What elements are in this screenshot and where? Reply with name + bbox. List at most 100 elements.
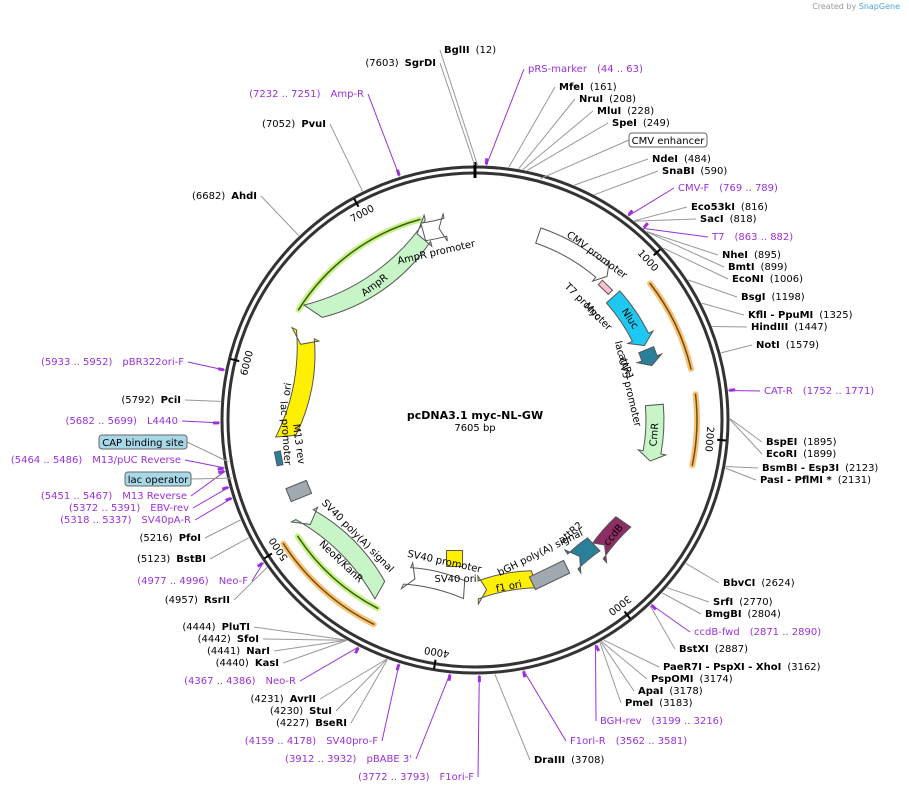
primer-range: (5318 .. 5337) bbox=[60, 515, 132, 526]
enzyme-label-snabi[interactable]: SnaBI (590) bbox=[662, 166, 727, 177]
primer-label-ccdb-fwd[interactable]: ccdB-fwd(2871 .. 2890) bbox=[694, 627, 821, 638]
primer-label-f1ori-f[interactable]: (3772 .. 3793)F1ori-F bbox=[358, 772, 474, 783]
primer-label-sv40pro-f[interactable]: (4159 .. 4178)SV40pro-F bbox=[245, 736, 378, 747]
feature-ori[interactable] bbox=[274, 326, 321, 438]
feature-sv40-promoter[interactable] bbox=[400, 561, 466, 600]
primer-label-t7[interactable]: T7(863 .. 882) bbox=[711, 232, 793, 243]
enzyme-label-sgrdi[interactable]: (7603)SgrDI bbox=[365, 58, 436, 69]
enzyme-label-avrii[interactable]: (4231)AvrII bbox=[250, 694, 316, 705]
enzyme-label-saci[interactable]: SacI(818) bbox=[700, 214, 757, 225]
enzyme-label-kasi[interactable]: (4440)KasI bbox=[216, 658, 279, 669]
primer-label-m13-puc-reverse[interactable]: (5464 .. 5486)M13/pUC Reverse bbox=[11, 455, 181, 466]
enzyme-name: NheI bbox=[722, 250, 748, 261]
enzyme-label-bsmbi-esp3i[interactable]: BsmBI - Esp3I(2123) bbox=[762, 463, 878, 474]
primer-name: EBV-rev bbox=[150, 503, 189, 514]
enzyme-label-stui[interactable]: (4230)StuI bbox=[270, 706, 332, 717]
primer-label-neo-f[interactable]: (4977 .. 4996)Neo-F bbox=[137, 576, 248, 587]
enzyme-label-ahdi[interactable]: (6682)AhdI bbox=[192, 191, 257, 202]
enzyme-name: BglII bbox=[444, 45, 470, 56]
feature-label-ori: ori bbox=[282, 382, 295, 397]
enzyme-label-bstxi[interactable]: BstXI(2887) bbox=[679, 644, 748, 655]
box-cmv-enhancer[interactable] bbox=[628, 132, 708, 148]
enzyme-label-pfoi[interactable]: (5216)PfoI bbox=[139, 533, 201, 544]
enzyme-label-srfi[interactable]: SrfI(2770) bbox=[713, 597, 773, 608]
feature-neor-kanr[interactable] bbox=[289, 506, 386, 600]
enzyme-name: SnaBI bbox=[662, 166, 694, 177]
feature-sv40-ori[interactable] bbox=[446, 549, 464, 567]
feature-cmv-promoter[interactable] bbox=[535, 227, 611, 283]
primer-label-bgh-rev[interactable]: BGH-rev(3199 .. 3216) bbox=[600, 716, 723, 727]
enzyme-label-mfei[interactable]: MfeI(161) bbox=[559, 82, 617, 93]
feature-ampr[interactable] bbox=[302, 213, 433, 318]
enzyme-label-bspei[interactable]: BspEI(1895) bbox=[766, 437, 837, 448]
primer-label-neo-r[interactable]: (4367 .. 4386)Neo-R bbox=[184, 676, 296, 687]
enzyme-position: (590) bbox=[700, 166, 727, 177]
enzyme-name: DraIII bbox=[534, 755, 565, 766]
leader-apai bbox=[600, 641, 635, 692]
enzyme-label-spei[interactable]: SpeI(249) bbox=[612, 118, 670, 129]
enzyme-label-bstbi[interactable]: (5123)BstBI bbox=[137, 554, 206, 565]
feature-attr1[interactable] bbox=[635, 346, 664, 367]
enzyme-label-rsrii[interactable]: (4957)RsrII bbox=[165, 595, 230, 606]
enzyme-label-draiii[interactable]: DraIII(3708) bbox=[534, 755, 605, 766]
primer-label-cmv-f[interactable]: CMV-F(769 .. 789) bbox=[678, 183, 778, 194]
feature-ccdb[interactable] bbox=[586, 516, 632, 564]
highlight-line bbox=[282, 542, 375, 625]
leader-rsrii bbox=[233, 567, 268, 601]
leader-pcii bbox=[184, 399, 221, 402]
feature-attr2[interactable] bbox=[563, 537, 601, 575]
feature-nluc[interactable] bbox=[605, 290, 655, 347]
enzyme-label-noti[interactable]: NotI(1579) bbox=[756, 340, 819, 351]
feature-sv40-poly-a-signal[interactable] bbox=[285, 479, 313, 503]
enzyme-label-hindiii[interactable]: HindIII(1447) bbox=[751, 322, 828, 333]
box-cap-binding-site[interactable] bbox=[98, 434, 188, 450]
feature-label-m13-rev: M13 rev bbox=[290, 423, 306, 465]
primer-label-f1ori-r[interactable]: F1ori-R(3562 .. 3581) bbox=[570, 736, 687, 747]
leader-bstxi bbox=[649, 605, 676, 650]
primer-label-pbabe-3[interactable]: (3912 .. 3932)pBABE 3' bbox=[285, 754, 412, 765]
enzyme-label-pvui[interactable]: (7052)PvuI bbox=[262, 119, 326, 130]
enzyme-label-pcii[interactable]: (5792)PciI bbox=[121, 395, 181, 406]
enzyme-label-bmti[interactable]: BmtI(899) bbox=[728, 262, 788, 273]
feature-m13-rev[interactable] bbox=[273, 450, 284, 467]
primer-label-pbr322ori-f[interactable]: (5933 .. 5952)pBR322ori-F bbox=[41, 357, 184, 368]
enzyme-label-eco53ki[interactable]: Eco53kI(816) bbox=[691, 202, 768, 213]
feature-cmr[interactable] bbox=[636, 403, 668, 462]
feature-label-f1-ori: f1 ori bbox=[495, 579, 523, 595]
leader-saci bbox=[634, 218, 697, 222]
box-lac-operator[interactable] bbox=[124, 471, 192, 487]
primer-label-m13-reverse[interactable]: (5451 .. 5467)M13 Reverse bbox=[41, 491, 187, 502]
primer-label-sv40pa-r[interactable]: (5318 .. 5337)SV40pA-R bbox=[60, 515, 191, 526]
feature-f1-ori[interactable] bbox=[477, 570, 539, 606]
enzyme-label-sfoi[interactable]: (4442)SfoI bbox=[198, 634, 259, 645]
enzyme-label-bseri[interactable]: (4227)BseRI bbox=[276, 718, 347, 729]
enzyme-label-pspomi[interactable]: PspOMI(3174) bbox=[651, 674, 733, 685]
enzyme-label-paer7i-pspxi-xhoi[interactable]: PaeR7I - PspXI - XhoI(3162) bbox=[663, 662, 821, 673]
enzyme-label-pmei[interactable]: PmeI(3183) bbox=[625, 698, 693, 709]
primer-label-amp-r[interactable]: (7232 .. 7251)Amp-R bbox=[249, 89, 364, 100]
primer-label-cat-r[interactable]: CAT-R(1752 .. 1771) bbox=[764, 386, 874, 397]
enzyme-label-bbvci[interactable]: BbvCI(2624) bbox=[723, 578, 795, 589]
enzyme-label-pasi-pflmi[interactable]: PasI - PflMI *(2131) bbox=[760, 475, 871, 486]
primer-range: (4159 .. 4178) bbox=[245, 736, 317, 747]
enzyme-label-bglii[interactable]: BglII(12) bbox=[444, 45, 496, 56]
enzyme-label-nari[interactable]: (4441)NarI bbox=[207, 646, 270, 657]
enzyme-label-bsgi[interactable]: BsgI(1198) bbox=[741, 292, 805, 303]
primer-label-prs-marker[interactable]: pRS-marker(44 .. 63) bbox=[528, 64, 643, 75]
primer-label-ebv-rev[interactable]: (5372 .. 5391)EBV-rev bbox=[69, 503, 189, 514]
enzyme-label-ndei[interactable]: NdeI(484) bbox=[652, 154, 711, 165]
enzyme-label-nhei[interactable]: NheI(895) bbox=[722, 250, 781, 261]
enzyme-label-pluti[interactable]: (4444)PluTI bbox=[182, 622, 250, 633]
enzyme-label-bmgbi[interactable]: BmgBI(2804) bbox=[705, 609, 781, 620]
enzyme-label-nrui[interactable]: NruI(208) bbox=[579, 94, 636, 105]
leader-paer7i-pspxi-xhoi bbox=[603, 639, 660, 668]
feature-bgh-poly-a-signal[interactable] bbox=[528, 559, 571, 591]
enzyme-label-kfli-ppumi[interactable]: KflI - PpuMI(1325) bbox=[748, 310, 853, 321]
enzyme-label-econi[interactable]: EcoNI(1006) bbox=[732, 274, 803, 285]
enzyme-label-ecori[interactable]: EcoRI(1899) bbox=[766, 449, 836, 460]
feature-myc[interactable] bbox=[597, 279, 614, 296]
feature-ampr-promoter[interactable] bbox=[420, 213, 448, 242]
primer-label-l4440[interactable]: (5682 .. 5699)L4440 bbox=[66, 416, 178, 427]
enzyme-label-apai[interactable]: ApaI(3178) bbox=[638, 686, 703, 697]
enzyme-label-mlui[interactable]: MluI(228) bbox=[597, 106, 654, 117]
